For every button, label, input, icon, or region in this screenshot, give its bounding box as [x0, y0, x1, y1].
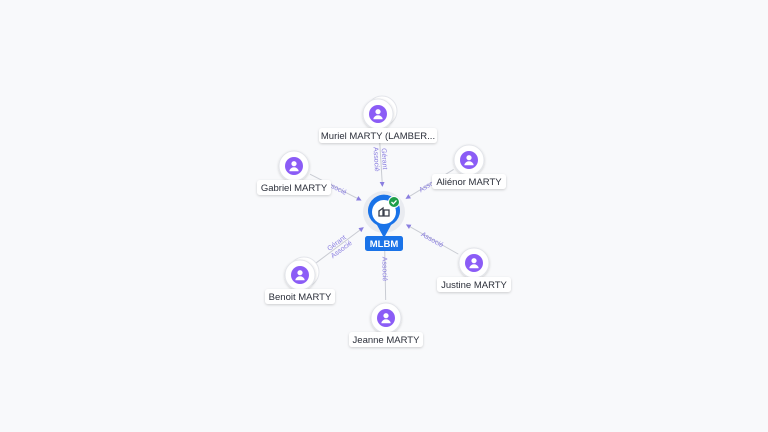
person-name: Justine MARTY	[441, 280, 507, 291]
center-label: MLBM	[365, 236, 403, 251]
person-label: Jeanne MARTY	[349, 332, 423, 347]
person-name: Aliénor MARTY	[436, 177, 502, 188]
center-node[interactable]: MLBM	[363, 191, 405, 251]
check-icon	[388, 196, 400, 208]
person-node-gabriel[interactable]: Gabriel MARTY	[257, 150, 331, 195]
person-label: Aliénor MARTY	[432, 174, 506, 189]
person-icon	[377, 309, 395, 327]
person-node-benoit[interactable]: Benoit MARTY	[265, 256, 335, 304]
person-name: Muriel MARTY (LAMBER...	[321, 131, 435, 142]
person-label: Muriel MARTY (LAMBER...	[319, 128, 437, 143]
person-label: Benoit MARTY	[265, 289, 335, 304]
edge-role-label: Gérant	[380, 148, 388, 170]
person-node-jeanne[interactable]: Jeanne MARTY	[349, 302, 423, 347]
person-icon	[460, 151, 478, 169]
edge-role-label: Associé	[372, 147, 380, 172]
nodes-layer: Muriel MARTY (LAMBER... Gabriel MARTY Alié…	[257, 95, 511, 347]
person-label: Gabriel MARTY	[257, 180, 331, 195]
person-icon	[285, 157, 303, 175]
edge-role-label: Associé	[380, 257, 387, 282]
person-name: Jeanne MARTY	[353, 335, 421, 346]
person-node-justine[interactable]: Justine MARTY	[437, 247, 511, 292]
person-icon	[369, 105, 387, 123]
person-icon	[465, 254, 483, 272]
person-name: Benoit MARTY	[269, 292, 332, 303]
building-icon	[378, 206, 390, 217]
person-node-muriel[interactable]: Muriel MARTY (LAMBER...	[319, 95, 437, 143]
edge-justine: Associé	[405, 224, 459, 255]
person-name: Gabriel MARTY	[261, 183, 328, 194]
person-label: Justine MARTY	[437, 277, 511, 292]
person-node-alienor[interactable]: Aliénor MARTY	[432, 144, 506, 189]
company-name: MLBM	[370, 239, 399, 250]
edge-role-label: Associé	[420, 231, 445, 249]
person-icon	[291, 266, 309, 284]
